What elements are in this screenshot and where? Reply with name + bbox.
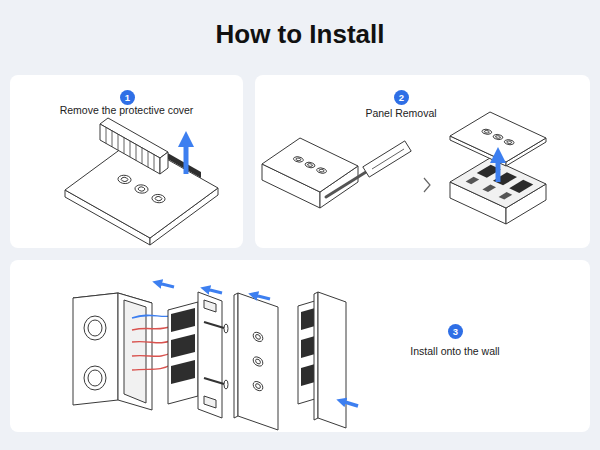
step-badge: 3 — [448, 324, 463, 339]
badge-circle — [448, 324, 463, 339]
step-panel: Panel Removal 2 — [255, 75, 590, 248]
step-number: 1 — [120, 90, 135, 105]
step-caption: Install onto the wall — [355, 345, 555, 358]
step-badge: 1 — [120, 90, 135, 105]
step-number: 3 — [448, 324, 463, 339]
page-title: How to Install — [0, 18, 600, 50]
step-panel: Install onto the wall 3 — [10, 260, 590, 432]
step-caption: Remove the protective cover — [10, 104, 243, 117]
step-badge: 2 — [394, 90, 409, 105]
step-number: 2 — [394, 90, 409, 105]
step-panel: Remove the protective cover1 — [10, 75, 243, 248]
badge-circle — [394, 90, 409, 105]
badge-circle — [120, 90, 135, 105]
step-caption: Panel Removal — [301, 107, 501, 120]
